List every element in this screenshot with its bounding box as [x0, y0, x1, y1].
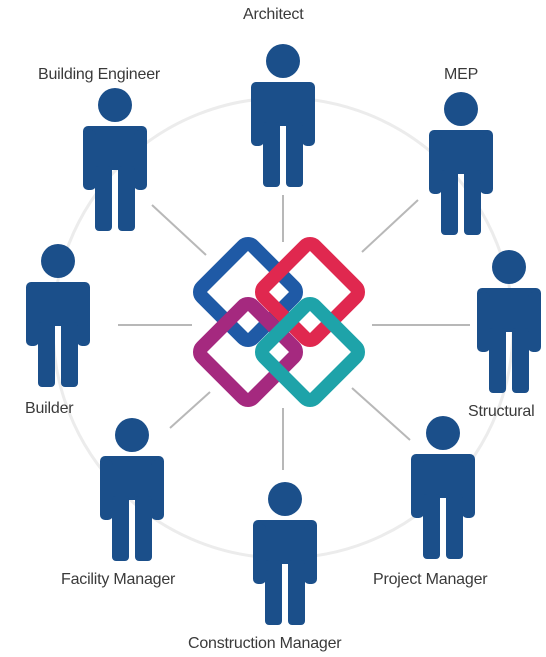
person-icon	[411, 416, 475, 559]
role-label-facility-manager: Facility Manager	[61, 571, 176, 588]
role-label-builder: Builder	[25, 400, 74, 417]
role-label-architect: Architect	[243, 6, 304, 23]
role-label-project-manager: Project Manager	[373, 571, 488, 588]
role-label-construction-manager: Construction Manager	[188, 635, 342, 652]
role-label-building-engineer: Building Engineer	[38, 66, 161, 83]
person-icon	[251, 44, 315, 187]
connector-lines	[118, 195, 470, 470]
person-icon	[100, 418, 164, 561]
link-teal	[254, 296, 366, 408]
connector-building-engineer	[151, 204, 207, 256]
person-icon	[253, 482, 317, 625]
role-label-structural: Structural	[468, 403, 535, 420]
connector-facility-manager	[169, 391, 211, 429]
role-label-mep: MEP	[444, 66, 479, 83]
person-icon	[83, 88, 147, 231]
connector-mep	[361, 199, 419, 253]
link-purple	[192, 296, 304, 408]
person-icon	[26, 244, 90, 387]
interlocking-diamonds-icon	[192, 236, 366, 408]
connector-project-manager	[351, 387, 411, 441]
